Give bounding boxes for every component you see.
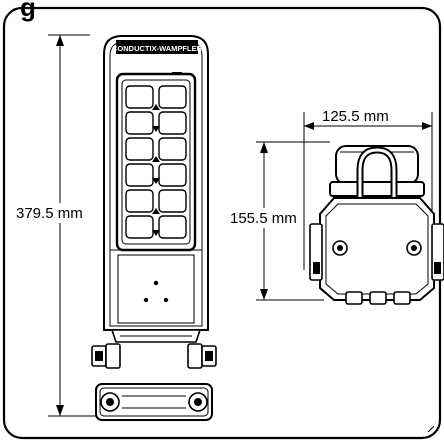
drawing-frame bbox=[2, 6, 442, 440]
remote-height-label: 379.5 mm bbox=[16, 205, 83, 222]
receiver-width-label: 125.5 mm bbox=[322, 108, 389, 125]
speaker-holes bbox=[143, 280, 169, 303]
remote-height-dimension bbox=[48, 34, 98, 417]
remote-side-clamps bbox=[91, 343, 217, 369]
remote-control: CONDUCTIX-WAMPFLER bbox=[91, 35, 217, 421]
receiver-unit bbox=[309, 145, 444, 305]
keypad-buttons bbox=[125, 85, 187, 239]
receiver-height-label: 155.5 mm bbox=[230, 210, 297, 227]
page-title-fragment: g bbox=[20, 0, 36, 22]
remote-brand-text: CONDUCTIX-WAMPFLER bbox=[112, 44, 203, 53]
receiver-connectors bbox=[345, 291, 411, 305]
